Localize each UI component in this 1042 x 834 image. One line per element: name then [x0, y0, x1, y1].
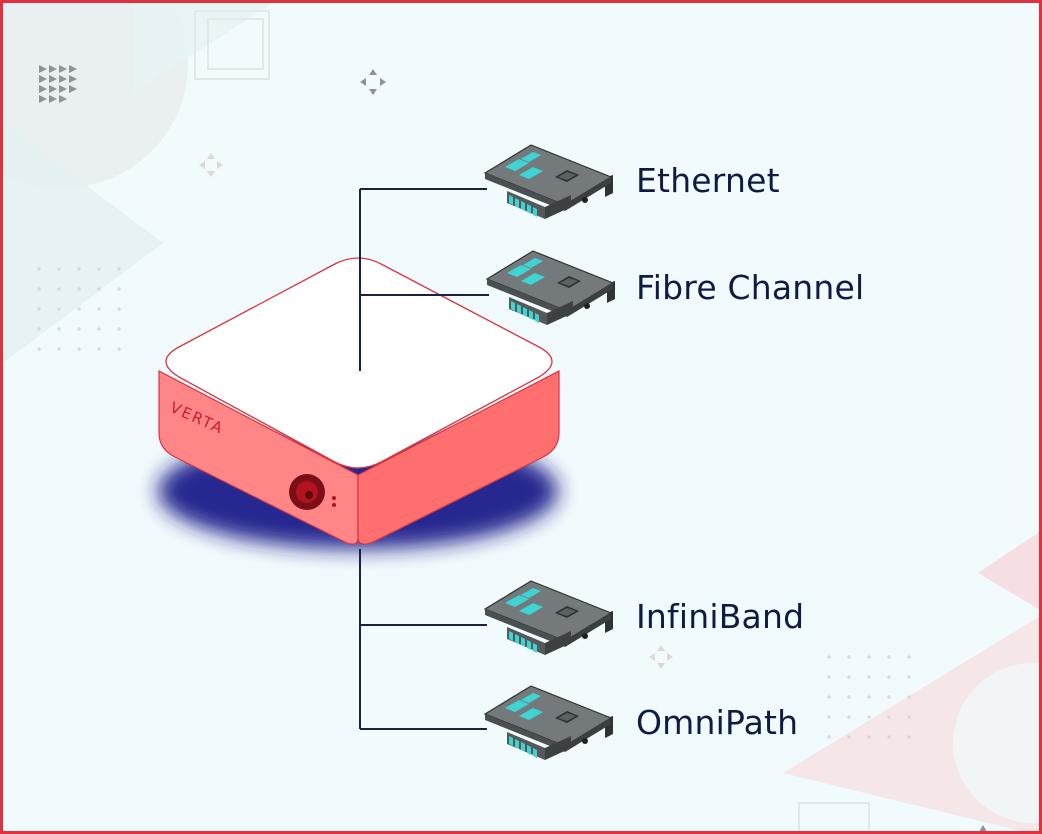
label-infiniband: InfiniBand	[636, 597, 805, 636]
label-omnipath: OmniPath	[636, 703, 799, 742]
connector-lines	[359, 188, 489, 730]
network-card-omnipath	[484, 685, 614, 761]
diagram-graphic: VERTA	[3, 3, 1039, 831]
label-fibre-channel: Fibre Channel	[636, 268, 865, 307]
network-card-infiniband	[484, 580, 614, 656]
background-decoration	[3, 3, 1039, 831]
label-ethernet: Ethernet	[636, 161, 780, 200]
network-card-ethernet	[484, 144, 614, 220]
network-card-fibre-channel	[486, 250, 616, 326]
